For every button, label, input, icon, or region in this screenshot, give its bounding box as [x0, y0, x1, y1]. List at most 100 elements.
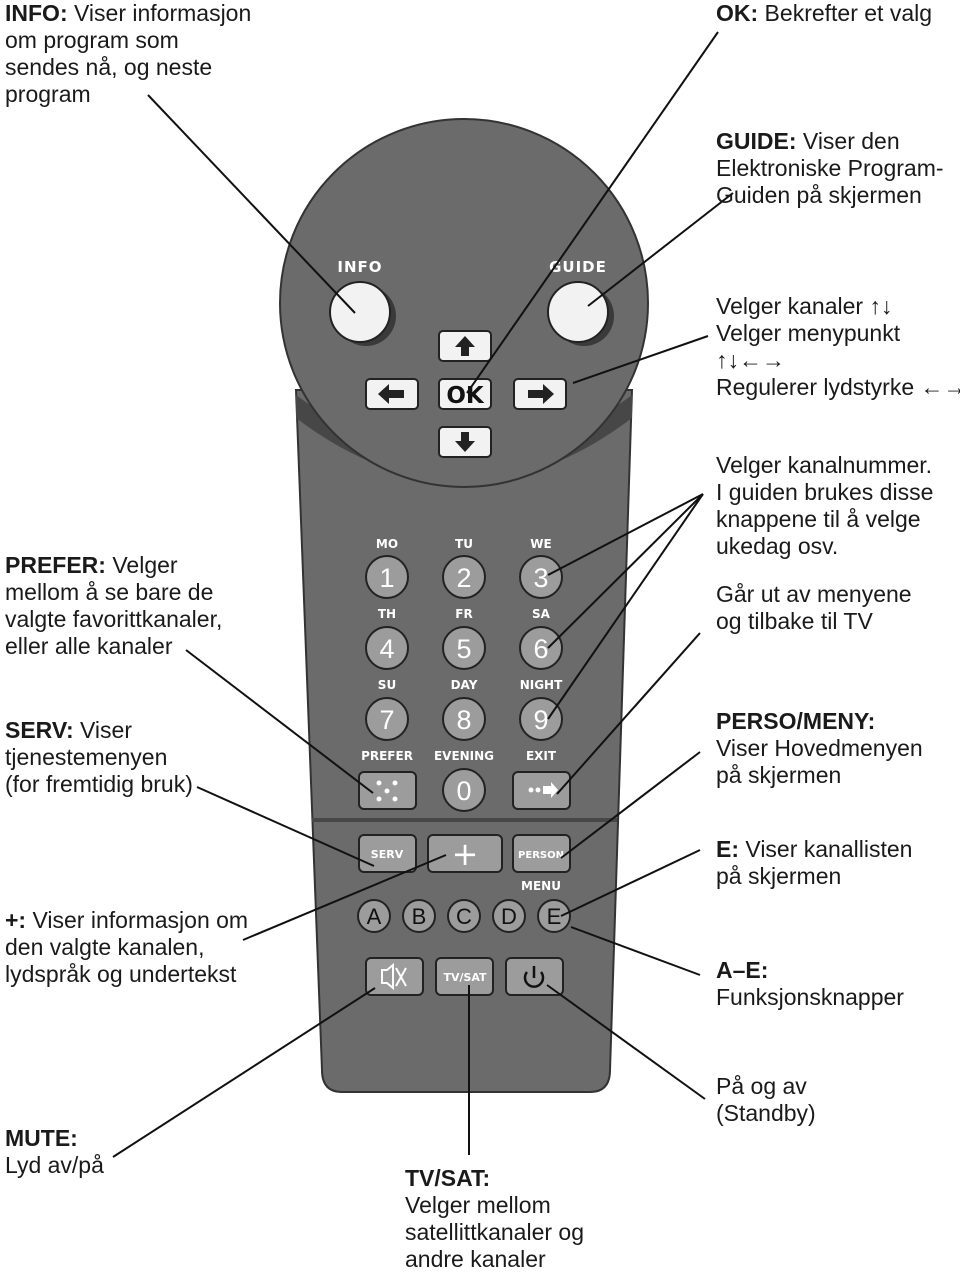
guide-button[interactable] [547, 281, 614, 346]
letter-d-button[interactable]: D [492, 899, 526, 933]
tvsat-button[interactable]: TV/SAT [435, 957, 494, 996]
info-button[interactable] [329, 281, 396, 346]
svg-text:B: B [412, 904, 427, 929]
prefer-label: PREFER [361, 749, 413, 763]
leader-line [547, 493, 704, 576]
plus-label: + [452, 835, 479, 873]
svg-text:2: 2 [456, 563, 471, 593]
leader-line [185, 649, 374, 794]
leader-line [547, 493, 704, 649]
day-label: NIGHT [520, 678, 563, 692]
svg-text:MO: MO [376, 537, 398, 551]
prefer-annotation: PREFER: Velger mellom å se bare de valgt… [5, 552, 223, 659]
svg-text:7: 7 [379, 705, 394, 735]
digit-4-button[interactable]: 4 [365, 626, 409, 670]
day-label: DAY [451, 678, 478, 692]
person-button[interactable]: PERSON [512, 834, 571, 873]
ae-annotation: A–E: Funksjonsknapper [716, 957, 904, 1010]
guide-annotation: GUIDE: Viser den Elektroniske Program- G… [716, 128, 944, 208]
left-arrow-button[interactable] [365, 378, 419, 410]
svg-text:FR: FR [455, 607, 472, 621]
serv-annotation: SERV: Viser tjenestemenyen (for fremtidi… [5, 717, 193, 797]
svg-text:C: C [456, 904, 472, 929]
svg-text:5: 5 [456, 634, 471, 664]
info-label: INFO [337, 258, 382, 276]
person-label: PERSON [518, 850, 564, 861]
digit-2-button[interactable]: 2 [442, 555, 486, 599]
svg-text:WE: WE [530, 537, 551, 551]
digit-8-button[interactable]: 8 [442, 697, 486, 741]
digit-9-button[interactable]: 9 [519, 697, 563, 741]
e-annotation: E: Viser kanallisten på skjermen [716, 836, 913, 889]
leader-lines [112, 31, 734, 1158]
exit-annotation: Går ut av menyene og tilbake til TV [716, 581, 912, 634]
leader-line [556, 632, 701, 795]
exit-button[interactable] [512, 771, 571, 810]
svg-text:3: 3 [533, 563, 548, 593]
day-label: SU [378, 678, 396, 692]
ok-button[interactable]: OK [438, 378, 492, 410]
svg-text:6: 6 [533, 634, 548, 664]
svg-text:NIGHT: NIGHT [520, 678, 563, 692]
digit-5-button[interactable]: 5 [442, 626, 486, 670]
svg-text:TH: TH [378, 607, 396, 621]
digit-3-button[interactable]: 3 [519, 555, 563, 599]
leader-line [560, 849, 701, 917]
guide-label: GUIDE [549, 258, 607, 276]
leader-line [196, 786, 375, 867]
leader-line [560, 751, 701, 859]
down-arrow-button[interactable] [438, 426, 492, 458]
day-label: FR [455, 607, 472, 621]
plus-button[interactable]: + [427, 834, 503, 873]
right-arrow-icon [528, 384, 554, 404]
digit-1-button[interactable]: 1 [365, 555, 409, 599]
ok-annotation: OK: Bekrefter et valg [716, 0, 933, 26]
exit-arrow-icon [528, 782, 558, 798]
info-annotation: INFO: Viser informasjon om program som s… [5, 0, 252, 107]
day-label: SA [532, 607, 551, 621]
up-arrow-button[interactable] [438, 330, 492, 362]
leader-line [547, 493, 704, 720]
mute-button[interactable] [365, 957, 424, 996]
left-arrow-icon [378, 384, 404, 404]
leader-line [572, 335, 709, 384]
leader-line [570, 926, 701, 976]
leader-line [112, 987, 376, 1158]
arrows-annotation: Velger kanaler ↑↓ Velger menypunkt ↑↓←→ … [716, 293, 960, 400]
leader-line [587, 192, 734, 307]
leader-line [147, 94, 356, 314]
perso-annotation: PERSO/MENY: Viser Hovedmenyen på skjerme… [716, 708, 923, 788]
day-label: WE [530, 537, 551, 551]
digit-0-button[interactable]: 0 [442, 768, 486, 812]
digit-7-button[interactable]: 7 [365, 697, 409, 741]
favorite-icon [376, 780, 398, 802]
svg-text:1: 1 [379, 563, 394, 593]
serv-button[interactable]: SERV [358, 834, 417, 873]
svg-text:8: 8 [456, 705, 471, 735]
letter-e-button[interactable]: E [537, 899, 571, 933]
svg-text:4: 4 [379, 634, 394, 664]
serv-label: SERV [371, 848, 404, 861]
leader-line [242, 854, 447, 941]
prefer-button[interactable] [358, 771, 417, 810]
svg-text:9: 9 [533, 705, 548, 735]
digit-6-button[interactable]: 6 [519, 626, 563, 670]
right-arrow-button[interactable] [513, 378, 567, 410]
mute-annotation: MUTE: Lyd av/på [5, 1125, 104, 1178]
letter-c-button[interactable]: C [447, 899, 481, 933]
svg-text:D: D [501, 904, 517, 929]
tvsat-label: TV/SAT [443, 971, 487, 984]
numbers-annotation: Velger kanalnummer. I guiden brukes diss… [716, 452, 934, 559]
letter-b-button[interactable]: B [402, 899, 436, 933]
leader-line [466, 31, 719, 394]
power-annotation: På og av (Standby) [716, 1073, 816, 1126]
down-arrow-icon [455, 432, 475, 452]
ok-label: OK [446, 383, 485, 409]
letter-a-button[interactable]: A [357, 899, 391, 933]
tvsat-annotation: TV/SAT: Velger mellom satellittkanaler o… [405, 1165, 584, 1272]
svg-text:SA: SA [532, 607, 551, 621]
leader-line [546, 984, 706, 1100]
svg-text:A: A [367, 904, 382, 929]
day-label: MO [376, 537, 398, 551]
